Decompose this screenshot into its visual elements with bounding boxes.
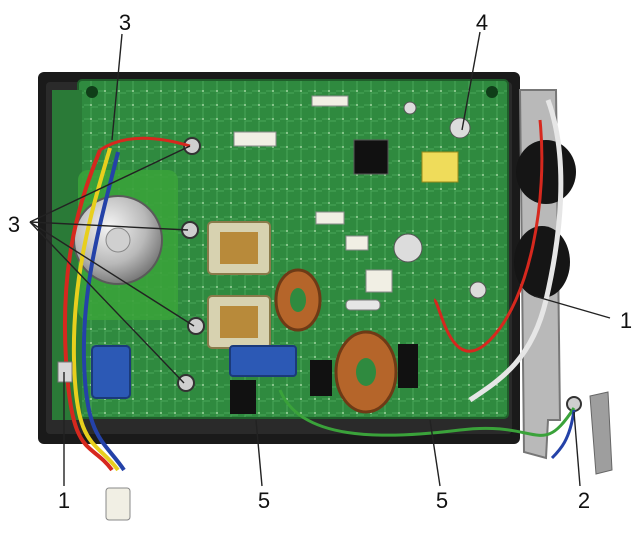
capacitor xyxy=(449,117,471,139)
transformer-core-bottom xyxy=(220,306,258,338)
connector-header xyxy=(315,211,345,225)
wire-bundle-right xyxy=(468,99,564,403)
wire-clip xyxy=(57,361,73,383)
toroid-small-hole xyxy=(290,288,306,312)
wire-green-ground xyxy=(278,389,576,437)
callout-2: 2 xyxy=(578,488,590,513)
callout-4: 4 xyxy=(476,10,488,35)
capacitor-vent xyxy=(105,227,131,253)
capacitor xyxy=(403,101,417,115)
wire-red-loop xyxy=(99,136,191,152)
connector-header xyxy=(365,269,393,293)
relay-black xyxy=(230,380,256,414)
leader-3-screw-d xyxy=(29,221,185,384)
callout-1-bottom: 1 xyxy=(58,488,70,513)
relay-tray xyxy=(91,345,131,399)
leader-3-screw-b xyxy=(29,221,189,231)
wire-blue xyxy=(81,151,126,472)
fuse xyxy=(345,299,381,311)
wire-red-right xyxy=(432,119,544,353)
capacitor xyxy=(393,233,423,263)
bracket-tab xyxy=(589,391,613,475)
screw-icon xyxy=(177,374,195,392)
leader-2 xyxy=(573,411,581,487)
foam-wrap xyxy=(516,140,576,204)
toroid-large-hole xyxy=(356,358,376,386)
leader-3-screw-a xyxy=(29,145,191,223)
leader-lines xyxy=(29,31,611,487)
mcu-chip xyxy=(353,139,389,175)
screw-icon xyxy=(187,317,205,335)
leader-5-right xyxy=(429,419,441,487)
relay-blue xyxy=(229,345,297,377)
small-transformer xyxy=(421,151,459,183)
relay-black xyxy=(398,344,418,388)
callout-3-top: 3 xyxy=(119,10,131,35)
leader-3-screw-c xyxy=(29,221,195,327)
leader-1-right xyxy=(533,295,611,319)
connector-header xyxy=(233,131,277,147)
relay-black xyxy=(310,360,332,396)
callout-5-left: 5 xyxy=(258,488,270,513)
capacitor xyxy=(469,281,487,299)
callout-5-right: 5 xyxy=(436,488,448,513)
mounting-hole xyxy=(486,86,498,98)
mounting-hole xyxy=(86,86,98,98)
leader-3-top xyxy=(111,33,123,141)
leader-4 xyxy=(461,31,481,131)
callout-3-left: 3 xyxy=(8,212,20,237)
screw-icon xyxy=(183,137,201,155)
plug-connector xyxy=(105,487,131,521)
wire-yellow xyxy=(71,147,120,472)
wire-blue-ground xyxy=(550,409,576,460)
connector-header xyxy=(345,235,369,251)
transformer-core-top xyxy=(220,232,258,264)
leader-5-left xyxy=(255,419,263,487)
callout-1-right: 1 xyxy=(620,308,632,333)
connector-header xyxy=(311,95,349,107)
callout-labels: 3 4 3 1 1 5 5 2 xyxy=(8,10,632,513)
